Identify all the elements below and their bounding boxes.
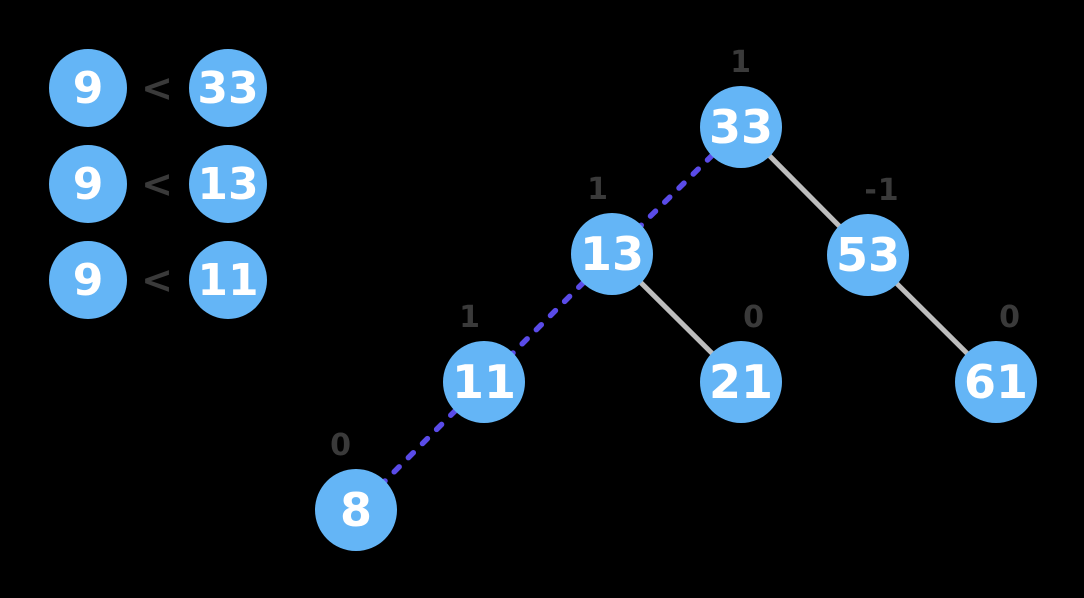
- balance-factor-label: 1: [730, 45, 752, 80]
- tree-node: 21: [700, 341, 782, 423]
- tree-node: 8: [315, 469, 397, 551]
- less-than-operator: <: [141, 66, 173, 110]
- tree-node: 13: [571, 213, 653, 295]
- tree-node: 11: [443, 341, 525, 423]
- comparison-right-node: 13: [189, 145, 267, 223]
- balance-factor-label: 0: [743, 300, 765, 335]
- balance-factor-label: 0: [330, 428, 352, 463]
- less-than-operator: <: [141, 162, 173, 206]
- tree-node: 53: [827, 214, 909, 296]
- comparison-left-node: 9: [49, 145, 127, 223]
- less-than-operator: <: [141, 258, 173, 302]
- balance-factor-label: -1: [864, 173, 900, 208]
- comparison-right-node: 33: [189, 49, 267, 127]
- balance-factor-label: 0: [999, 300, 1021, 335]
- comparison-right-node: 11: [189, 241, 267, 319]
- tree-node: 61: [955, 341, 1037, 423]
- tree-node: 33: [700, 86, 782, 168]
- balance-factor-label: 1: [459, 300, 481, 335]
- comparison-left-node: 9: [49, 49, 127, 127]
- comparison-left-node: 9: [49, 241, 127, 319]
- balance-factor-label: 1: [587, 172, 609, 207]
